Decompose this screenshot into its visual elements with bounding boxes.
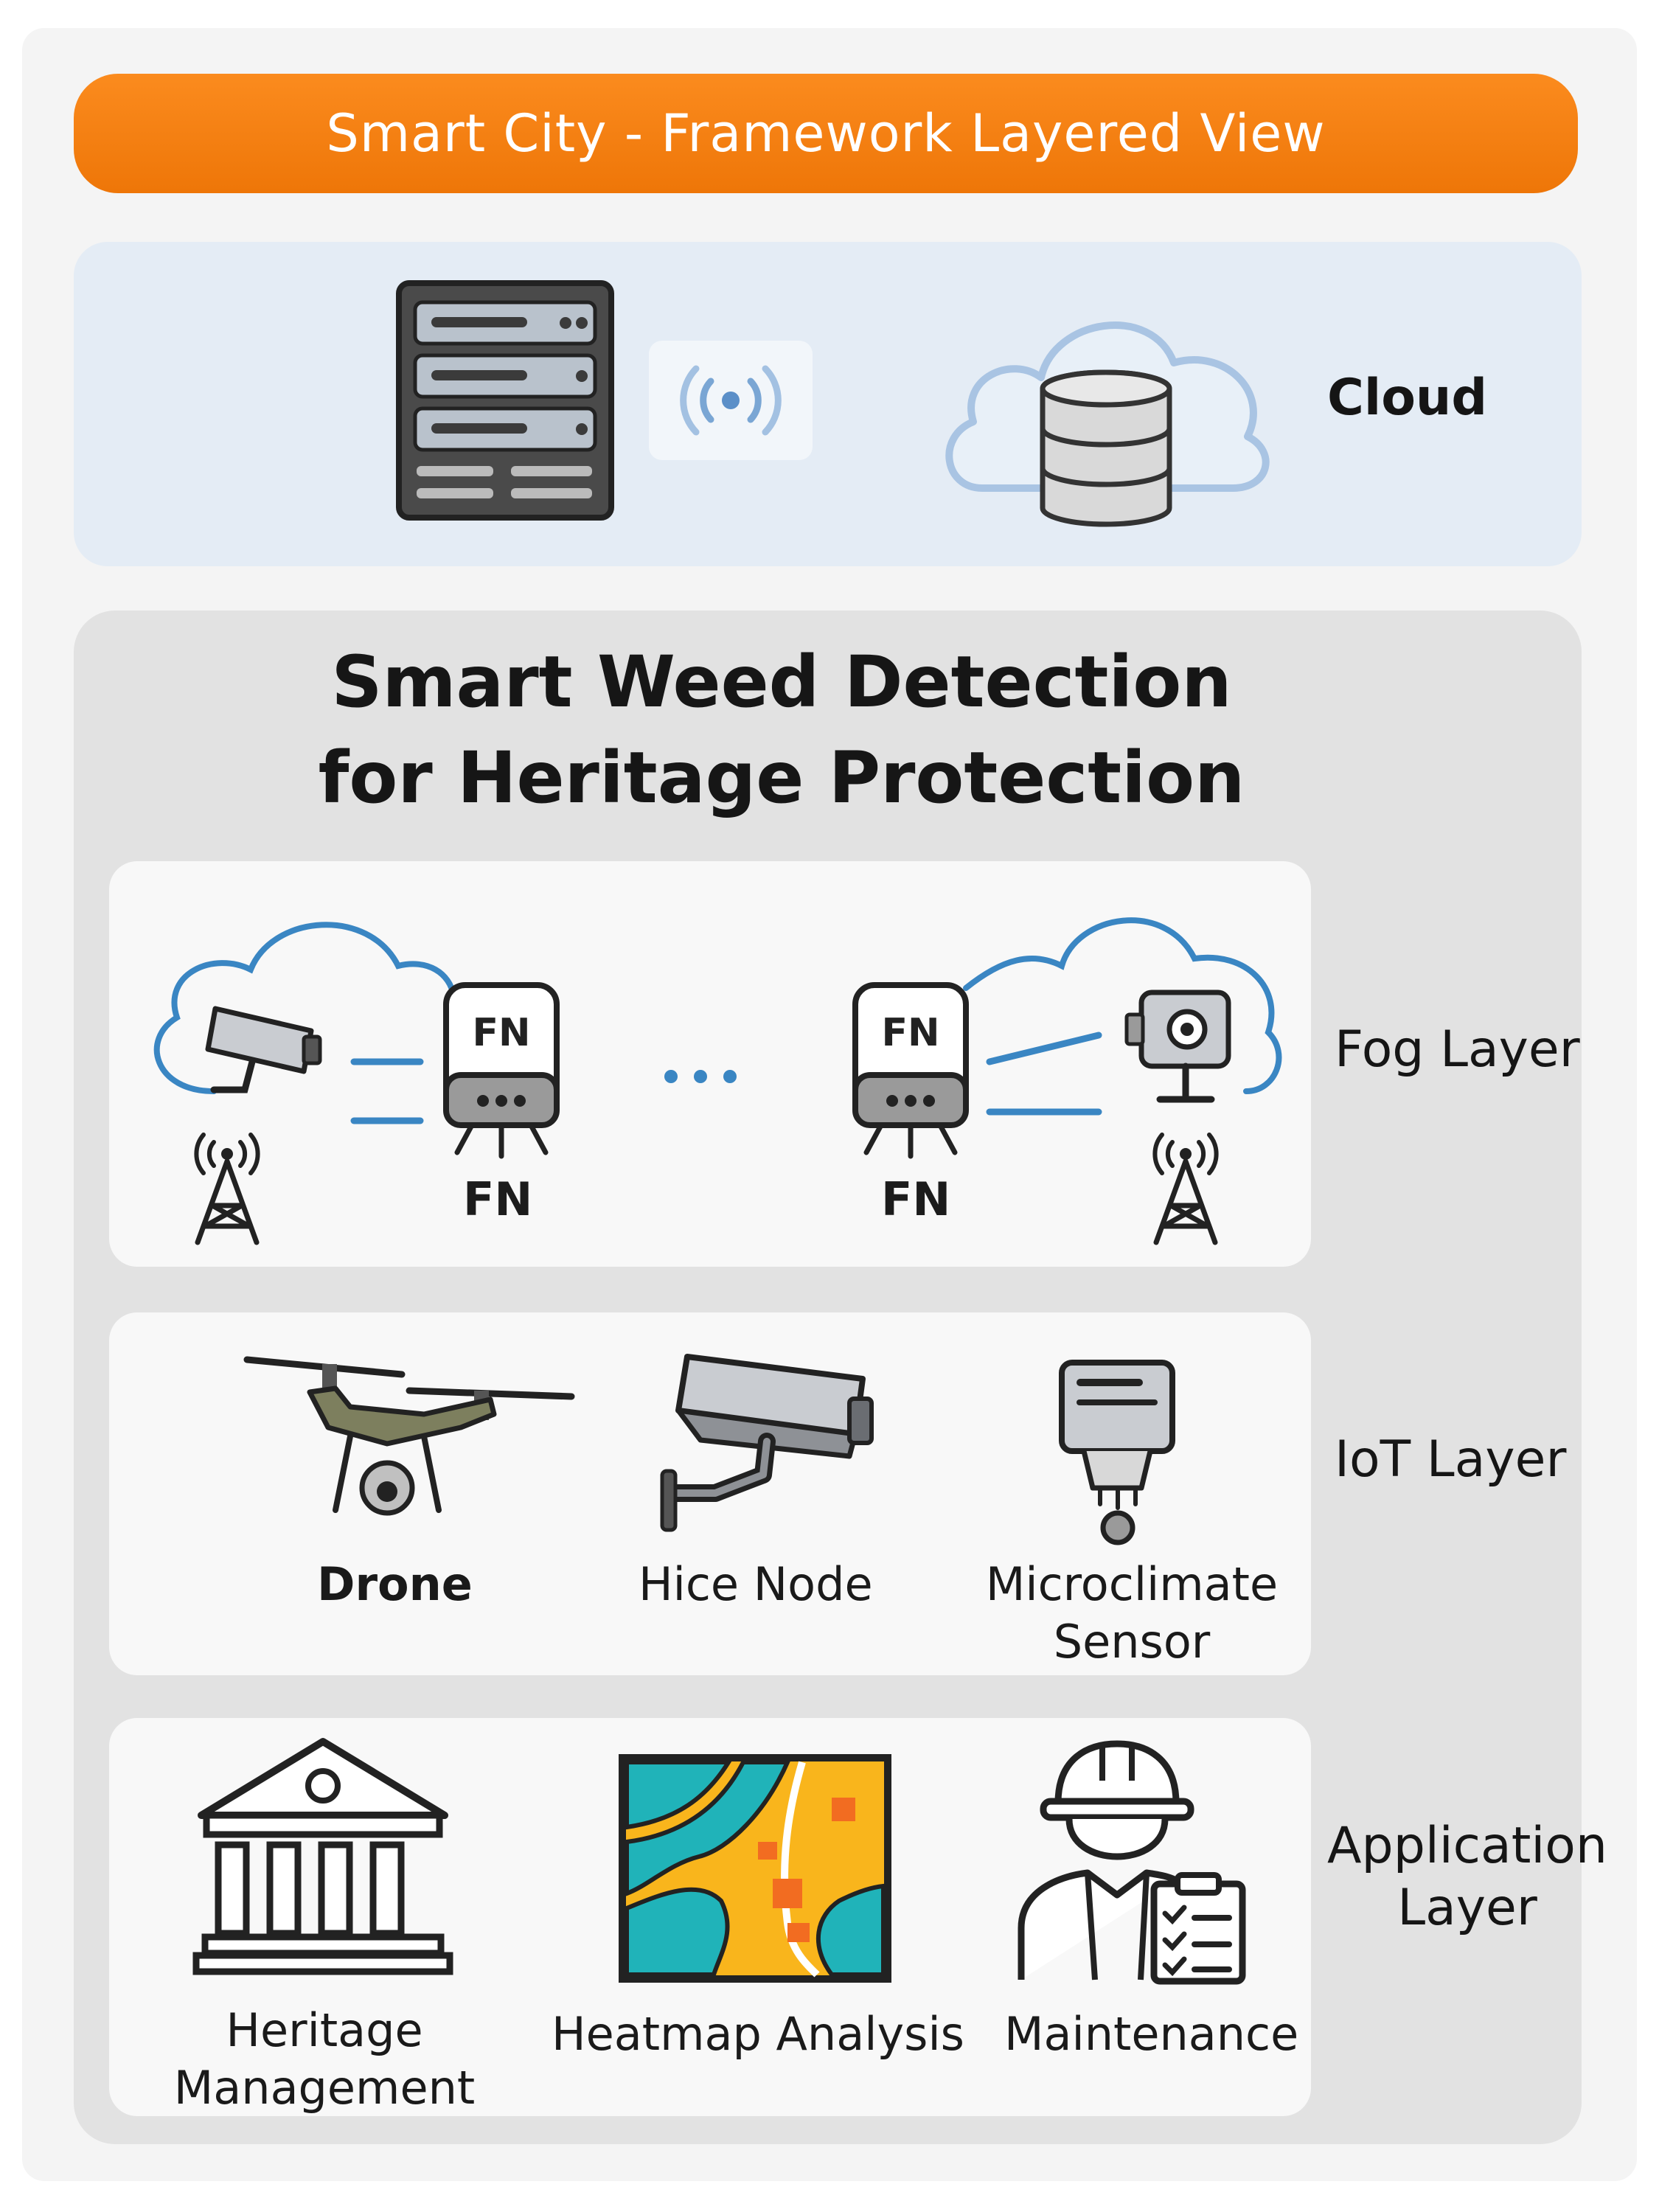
application-label-line2: Layer <box>1397 1879 1537 1937</box>
app-label-heritage-management: Heritage Management <box>162 2002 487 2117</box>
microclimate-label-line1: Microclimate <box>985 1557 1279 1611</box>
device-label-hice-node: Hice Node <box>639 1557 873 1611</box>
maintenance-worker-icon <box>1018 1740 1246 1985</box>
fog-node-caption: FN <box>463 1172 533 1226</box>
section-title-line2: for Heritage Protection <box>318 737 1245 819</box>
sensor-camera-icon <box>1124 990 1231 1103</box>
fog-node-icon: FN <box>852 982 969 1159</box>
fog-node-badge: FN <box>472 1011 530 1055</box>
heatmap-icon <box>619 1754 891 1983</box>
cctv-camera-icon <box>660 1354 874 1532</box>
fog-layer-label: Fog Layer <box>1335 1020 1580 1079</box>
server-rack-icon <box>396 280 614 521</box>
cloud-layer-label: Cloud <box>1327 369 1488 427</box>
fog-node-badge: FN <box>881 1011 939 1055</box>
cloud-outline-icon <box>153 922 456 1094</box>
banner-title: Smart City - Framework Layered View <box>74 74 1578 193</box>
cloud-outline-icon <box>963 917 1282 1094</box>
cloud-database-icon <box>945 321 1270 527</box>
ellipsis-icon <box>664 1070 737 1083</box>
cctv-camera-icon <box>205 1006 322 1093</box>
link-line <box>986 1032 1102 1116</box>
drone-icon <box>243 1356 575 1516</box>
cell-tower-icon <box>1152 1133 1219 1245</box>
app-label-maintenance: Maintenance <box>1004 2007 1299 2061</box>
fog-node-icon: FN <box>443 982 560 1159</box>
section-title-line1: Smart Weed Detection <box>331 641 1232 723</box>
heritage-label-line1: Heritage <box>226 2003 423 2057</box>
application-label-line1: Application <box>1327 1817 1607 1875</box>
microclimate-label-line2: Sensor <box>1053 1615 1211 1669</box>
application-layer-label: Application Layer <box>1327 1815 1607 1939</box>
cloud-layer-panel <box>74 242 1582 566</box>
heritage-label-line2: Management <box>173 2061 476 2115</box>
device-label-drone: Drone <box>317 1557 473 1611</box>
microclimate-sensor-icon <box>1059 1360 1175 1545</box>
fog-node-caption: FN <box>881 1172 951 1226</box>
device-label-microclimate-sensor: Microclimate Sensor <box>981 1556 1283 1671</box>
wireless-signal-icon <box>649 341 813 460</box>
section-title: Smart Weed Detection for Heritage Protec… <box>118 634 1445 826</box>
cell-tower-icon <box>194 1133 260 1245</box>
link-line <box>350 1058 424 1124</box>
app-label-heatmap-analysis: Heatmap Analysis <box>552 2007 964 2061</box>
iot-layer-label: IoT Layer <box>1335 1430 1567 1489</box>
heritage-building-icon <box>192 1738 453 1975</box>
